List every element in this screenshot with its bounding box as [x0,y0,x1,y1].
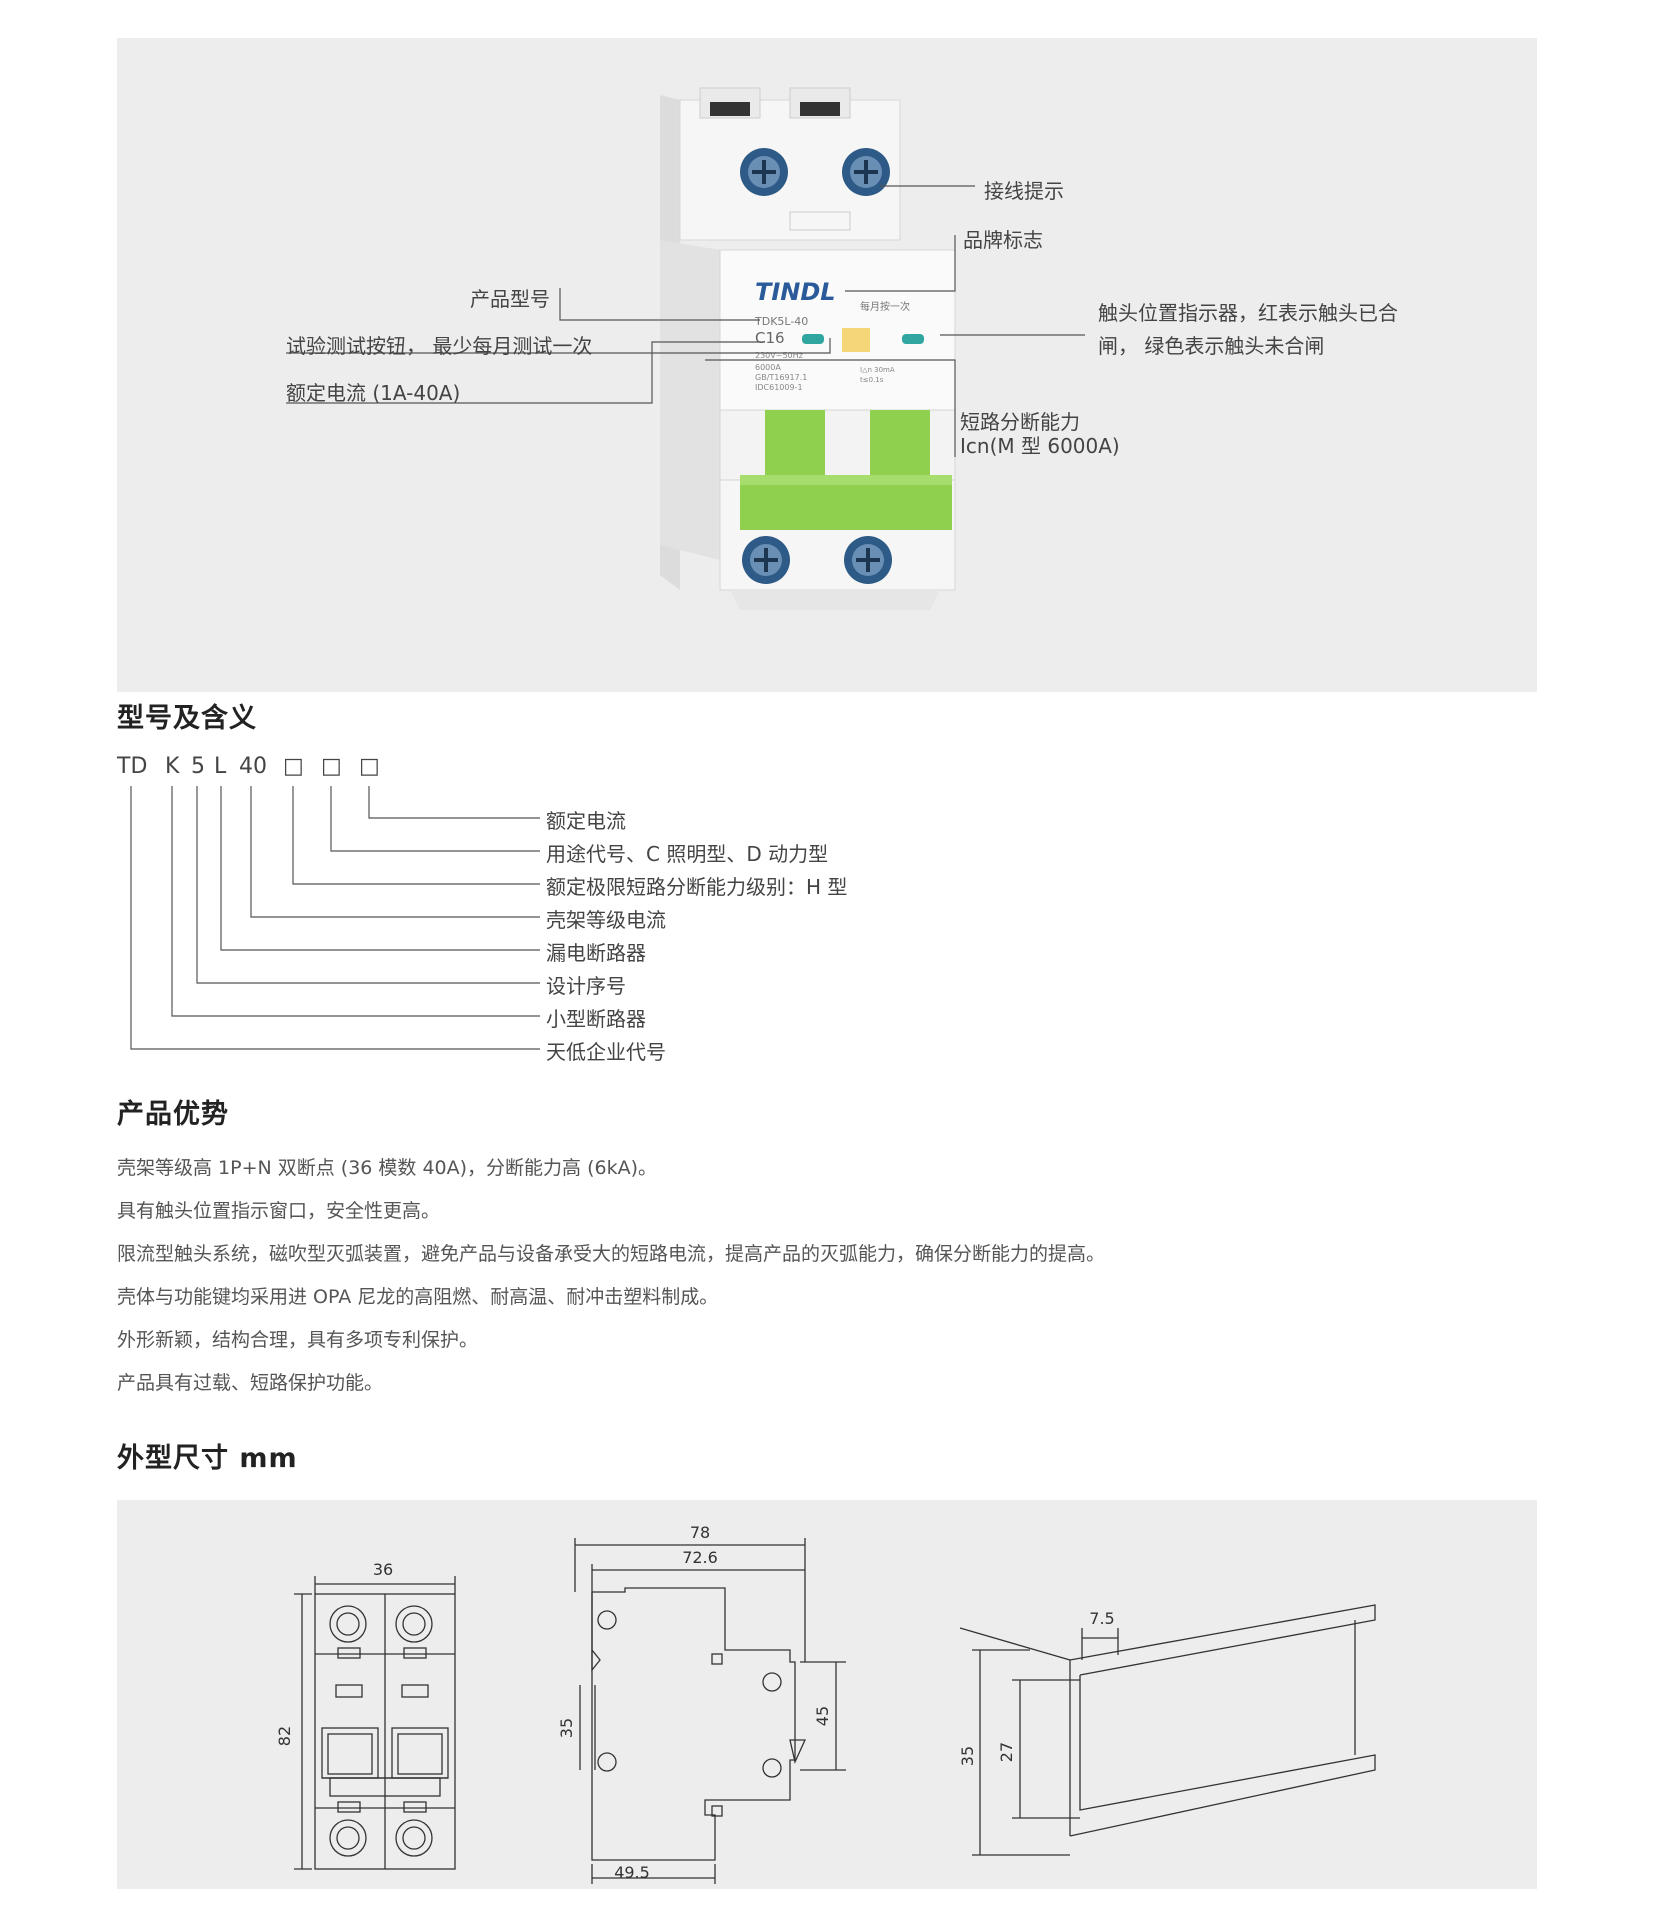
svg-text:6000A: 6000A [755,363,781,372]
callout-model: 产品型号 [470,287,550,311]
model-code-l: L [214,754,227,779]
front-view-drawing [294,1576,456,1870]
contact-indicator-left [802,334,824,344]
dim-rail-flange: 7.5 [1089,1609,1114,1628]
callout-brand: 品牌标志 [963,228,1043,252]
advantage-item: 具有触头位置指示窗口，安全性更高。 [117,1200,441,1222]
legend-item: 天低企业代号 [546,1040,666,1064]
brand-logo: TINDL [755,278,836,306]
svg-text:t≤0.1s: t≤0.1s [860,376,884,384]
model-code-40: 40 [239,754,267,779]
legend-item: 用途代号、C 照明型、D 动力型 [546,842,829,866]
din-rail-drawing [959,1604,1376,1856]
callout-test-button: 试验测试按钮， 最少每月测试一次 [286,334,593,358]
dim-side-inner: 72.6 [682,1548,718,1567]
dim-rail-inner: 27 [997,1742,1016,1762]
model-code-5: 5 [191,754,205,779]
svg-text:230V~50Hz: 230V~50Hz [755,351,803,360]
model-code-tree [130,786,540,1050]
callout-rated-current: 额定电流 (1A-40A) [286,381,461,405]
svg-text:每月按一次: 每月按一次 [860,300,910,313]
side-view-drawing [574,1538,846,1884]
bottom-terminal-screws [742,536,892,584]
model-section-title: 型号及含义 [117,703,257,734]
dim-side-overall: 78 [690,1523,710,1542]
advantages-title: 产品优势 [117,1099,229,1130]
legend-item: 设计序号 [546,974,626,998]
dim-side-depth-right: 45 [813,1706,832,1726]
dimensions-title: 外型尺寸 mm [117,1443,298,1474]
callout-leader-lines [286,185,1085,457]
advantage-item: 壳体与功能键均采用进 OPA 尼龙的高阻燃、耐高温、耐冲击塑料制成。 [117,1286,719,1308]
test-button[interactable] [842,328,870,352]
device-label-panel: TINDL TDK5L-40 C16 230V~50Hz 6000A GB/T1… [754,278,924,392]
svg-text:I△n 30mA: I△n 30mA [860,366,895,374]
callout-short-circuit-2: Icn(M 型 6000A) [960,434,1120,458]
callout-short-circuit-1: 短路分断能力 [960,410,1080,434]
advantage-item: 产品具有过载、短路保护功能。 [117,1372,384,1394]
dim-front-height: 82 [275,1726,294,1746]
legend-item: 壳架等级电流 [546,908,666,932]
svg-text:IDC61009-1: IDC61009-1 [755,383,803,392]
model-code-box-2: □ [321,754,342,779]
dimension-drawings: 36 82 78 72.6 35 45 49.5 [275,1523,1376,1884]
advantage-item: 壳架等级高 1P+N 双断点 (36 模数 40A)，分断能力高 (6kA)。 [117,1157,658,1179]
dimensions-panel [117,1500,1537,1889]
callout-contact-indicator-2: 闸， 绿色表示触头未合闸 [1098,334,1325,358]
advantage-item: 限流型触头系统，磁吹型灭弧装置，避免产品与设备承受大的短路电流，提高产品的灭弧能… [117,1243,1106,1265]
model-code-box-3: □ [359,754,380,779]
dim-side-depth-left: 35 [557,1718,576,1738]
legend-item: 小型断路器 [546,1007,646,1031]
advantage-item: 外形新颖，结构合理，具有多项专利保护。 [117,1329,479,1351]
dim-side-base: 49.5 [614,1863,650,1882]
svg-text:TDK5L-40: TDK5L-40 [754,315,808,328]
legend-item: 漏电断路器 [546,941,646,965]
product-illustration: TINDL TDK5L-40 C16 230V~50Hz 6000A GB/T1… [286,87,1085,610]
legend-item: 额定电流 [546,809,626,833]
svg-text:GB/T16917.1: GB/T16917.1 [755,373,807,382]
callout-contact-indicator-1: 触头位置指示器，红表示触头已合 [1098,301,1398,325]
dim-rail-height: 35 [958,1746,977,1766]
dim-front-width: 36 [373,1560,393,1579]
model-code-box-1: □ [283,754,304,779]
green-toggle-handles[interactable] [740,410,952,530]
callout-wiring: 接线提示 [984,179,1064,203]
legend-item: 额定极限短路分断能力级别：H 型 [546,875,848,899]
top-terminal-screws [740,148,890,231]
model-code-k: K [165,754,180,779]
contact-indicator-right [902,334,924,344]
model-code-td: TD [117,754,148,779]
